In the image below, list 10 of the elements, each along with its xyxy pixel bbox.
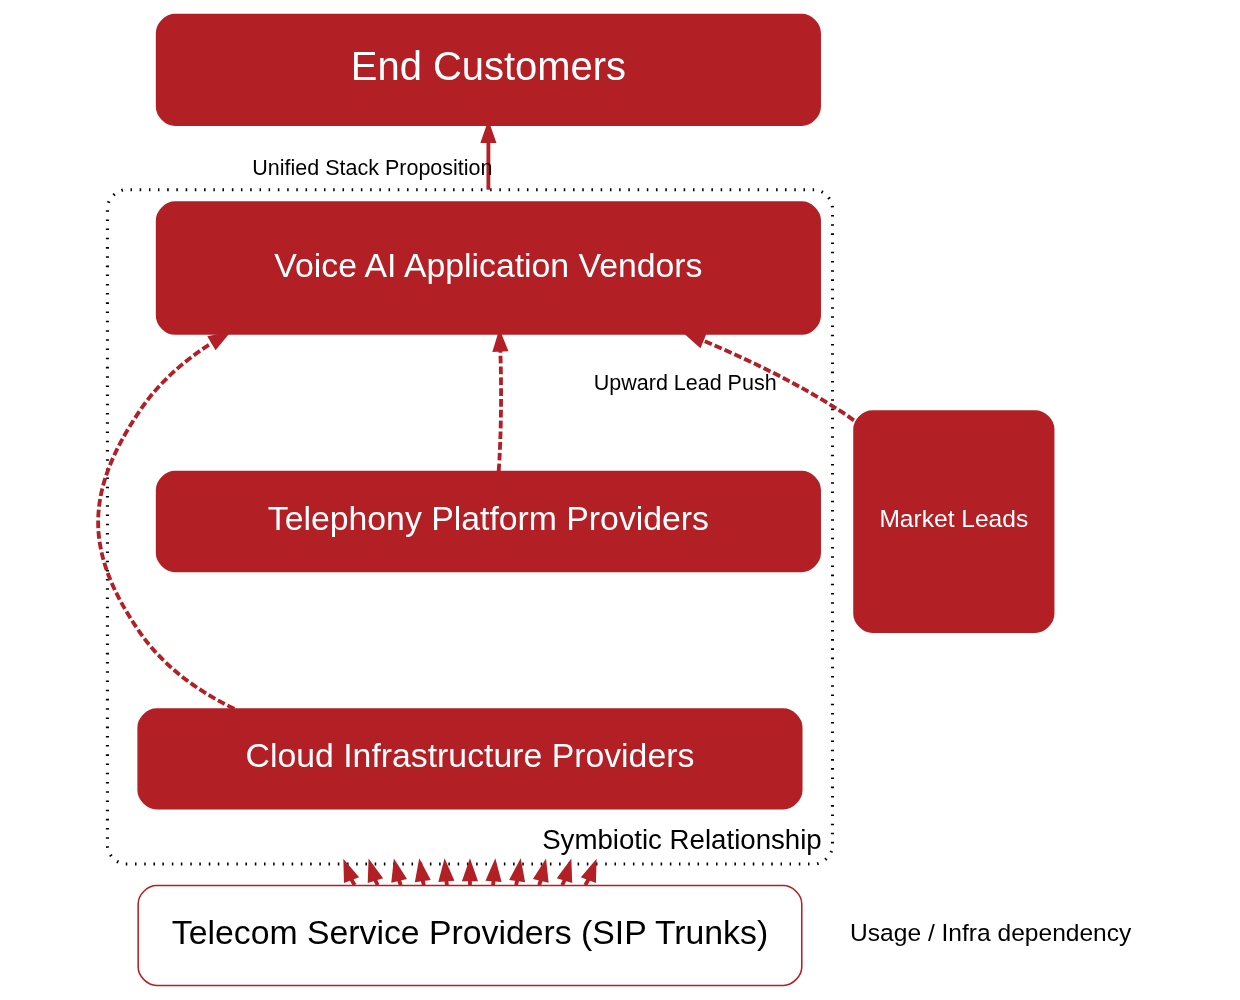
arrow — [681, 332, 855, 422]
node-box: Telecom Service Providers (SIP Trunks) — [136, 884, 803, 987]
node-box: Telephony Platform Providers — [155, 470, 821, 573]
node-box: Voice AI Application Vendors — [155, 201, 821, 335]
edge-label: Upward Lead Push — [593, 371, 777, 396]
label: Usage / Infra dependency — [849, 919, 1131, 947]
arrow — [95, 331, 235, 711]
node-box: Cloud Infrastructure Providers — [136, 708, 803, 810]
node-box: End Customers — [155, 13, 821, 126]
node-box: Market Leads — [852, 410, 1054, 633]
